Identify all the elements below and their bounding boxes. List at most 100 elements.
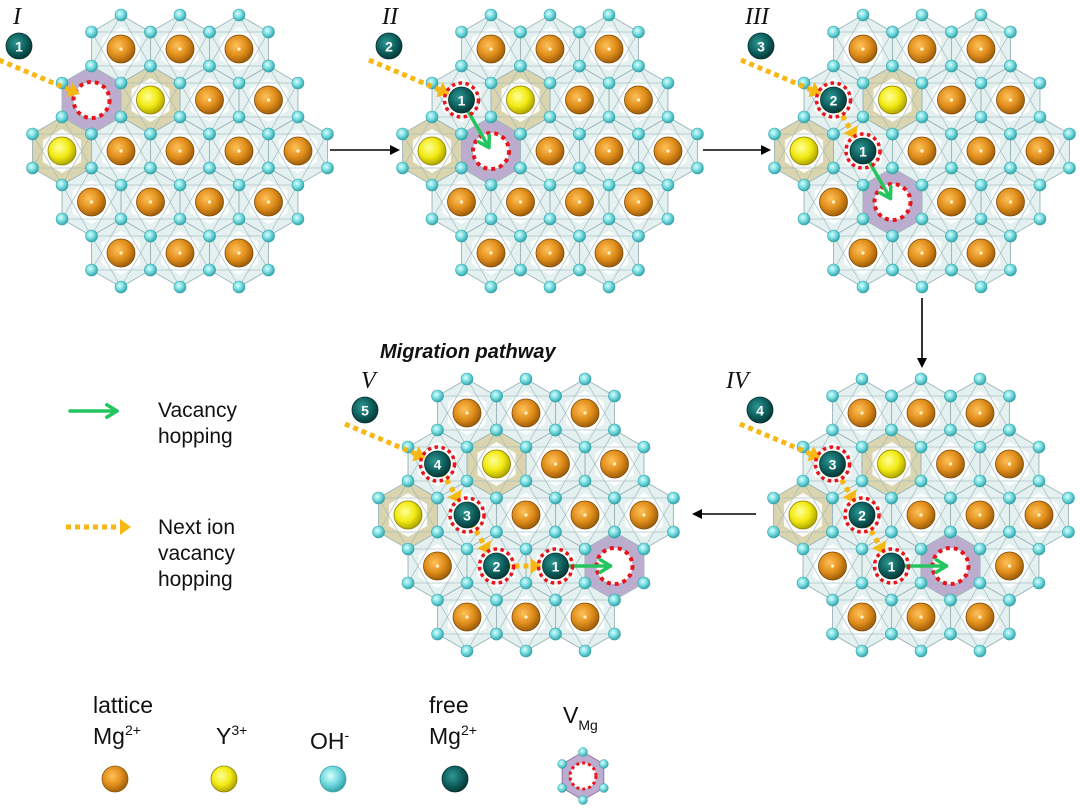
atom-glint bbox=[583, 615, 587, 619]
hydroxide-atom bbox=[484, 212, 498, 226]
atom-glint bbox=[207, 200, 212, 204]
atom-glint bbox=[920, 47, 924, 51]
vacancy-ring bbox=[418, 445, 457, 483]
octahedron-edge bbox=[519, 235, 581, 288]
hydroxide-atom bbox=[886, 59, 899, 73]
hydroxide-atom bbox=[425, 110, 439, 124]
hydroxide-atom bbox=[914, 542, 928, 556]
hydroxide-atom bbox=[578, 542, 592, 556]
vacancy-ring bbox=[813, 445, 852, 483]
octahedron-edge bbox=[90, 31, 152, 84]
hydroxide-atom bbox=[173, 280, 187, 294]
atom-glint bbox=[548, 47, 552, 51]
octahedron-edge bbox=[208, 116, 270, 169]
atoms-layer bbox=[47, 34, 313, 268]
hydroxide-atom bbox=[372, 491, 385, 505]
atom-glint bbox=[1007, 462, 1012, 466]
hydroxide-atom bbox=[915, 280, 929, 294]
octahedron-edge bbox=[120, 82, 181, 135]
atom-glint bbox=[861, 251, 865, 255]
hydroxide-atom bbox=[827, 127, 840, 141]
octahedron-edge bbox=[578, 31, 640, 84]
hydroxide-atom bbox=[944, 627, 957, 641]
hydroxide-atom bbox=[855, 440, 869, 454]
legend-label-formula: Mg2+ bbox=[429, 721, 477, 752]
atom-glint bbox=[577, 98, 582, 102]
hydroxide-atom bbox=[855, 372, 869, 386]
hydroxide-atom bbox=[944, 491, 957, 505]
hydroxide-atom bbox=[767, 491, 780, 505]
hydroxide-atom bbox=[886, 263, 899, 277]
hydroxide-atom bbox=[661, 110, 675, 124]
hydroxide-atom bbox=[431, 627, 444, 641]
hydroxide-atom bbox=[855, 542, 869, 556]
formula-base: Mg bbox=[429, 723, 461, 749]
legend-lattice-mg-sphere bbox=[101, 765, 129, 793]
octahedron-edge bbox=[949, 378, 1011, 431]
octahedron-edge bbox=[578, 218, 640, 271]
hydroxide-atom bbox=[944, 423, 957, 437]
octahedron-edge bbox=[861, 429, 922, 482]
hydroxide-atom bbox=[915, 76, 929, 90]
octahedron-edge bbox=[980, 65, 1041, 118]
hydroxide-atom bbox=[826, 389, 839, 403]
hydroxide-atom bbox=[1003, 525, 1016, 539]
octahedron-edge bbox=[949, 497, 1011, 550]
hydroxide-atom bbox=[549, 525, 562, 539]
hydroxide-atom bbox=[514, 263, 527, 277]
green-arrowhead bbox=[598, 557, 613, 575]
octahedron-edge bbox=[831, 582, 893, 635]
hydroxide-atom bbox=[886, 127, 899, 141]
hydroxide-atom bbox=[519, 474, 533, 488]
free-mg-sphere bbox=[848, 501, 876, 529]
octahedron-edge bbox=[149, 31, 211, 84]
octahedron-edge bbox=[613, 497, 675, 550]
octahedron-edge bbox=[179, 82, 240, 135]
hydroxide-layer bbox=[372, 372, 680, 658]
hydroxide-atom bbox=[114, 280, 128, 294]
hydroxide-atom bbox=[856, 280, 870, 294]
hydroxide-atom bbox=[573, 161, 586, 175]
ion-number: 2 bbox=[858, 508, 866, 524]
octahedron-edge bbox=[495, 395, 557, 448]
hydroxide-atom bbox=[549, 627, 562, 641]
hydroxide-atom bbox=[114, 76, 128, 90]
free-mg-ion: 2 bbox=[814, 81, 853, 119]
vacancy-ring bbox=[71, 80, 112, 120]
hydroxide-atom bbox=[915, 110, 929, 124]
yttrium-atom bbox=[417, 136, 447, 166]
legend-line: hopping bbox=[158, 425, 233, 448]
octahedron-edge bbox=[891, 116, 953, 169]
hydroxide-atom bbox=[396, 127, 409, 141]
atom-glint bbox=[920, 251, 924, 255]
hydroxide-atom bbox=[974, 280, 988, 294]
legend-label-formula: OH- bbox=[310, 726, 349, 757]
free-mg-sphere bbox=[448, 86, 475, 114]
octahedron-edge bbox=[554, 599, 616, 652]
hydroxide-atom bbox=[578, 576, 592, 590]
hydroxide-atom bbox=[945, 59, 958, 73]
hydroxide-atom bbox=[827, 161, 840, 175]
hydroxide-atom bbox=[114, 178, 128, 192]
free-mg-ion: 5 bbox=[351, 396, 379, 424]
octahedron-edge bbox=[460, 31, 522, 84]
ion-number: 1 bbox=[552, 559, 560, 575]
octahedron-edge bbox=[525, 446, 586, 499]
hydroxide-atom bbox=[578, 795, 588, 805]
octahedron-edge bbox=[208, 218, 270, 271]
hydroxide-atom bbox=[55, 178, 69, 192]
hydroxide-atom bbox=[203, 161, 216, 175]
free-mg-sphere bbox=[878, 552, 905, 580]
hydroxide-atom bbox=[974, 110, 988, 124]
atom-glint bbox=[524, 411, 528, 415]
atom-glint bbox=[465, 615, 469, 619]
vacancy-ring bbox=[442, 81, 481, 119]
hydroxide-atom bbox=[431, 525, 444, 539]
lattice-panel-II: 12 bbox=[368, 8, 704, 294]
hydroxide-atom bbox=[203, 127, 216, 141]
octahedron-edge bbox=[891, 133, 953, 186]
hydroxide-atom bbox=[232, 110, 246, 124]
vacancy-ring bbox=[568, 761, 598, 791]
legend-next-ion-hopping: Next ion vacancy hopping bbox=[158, 515, 235, 593]
atom-glint bbox=[178, 251, 182, 255]
